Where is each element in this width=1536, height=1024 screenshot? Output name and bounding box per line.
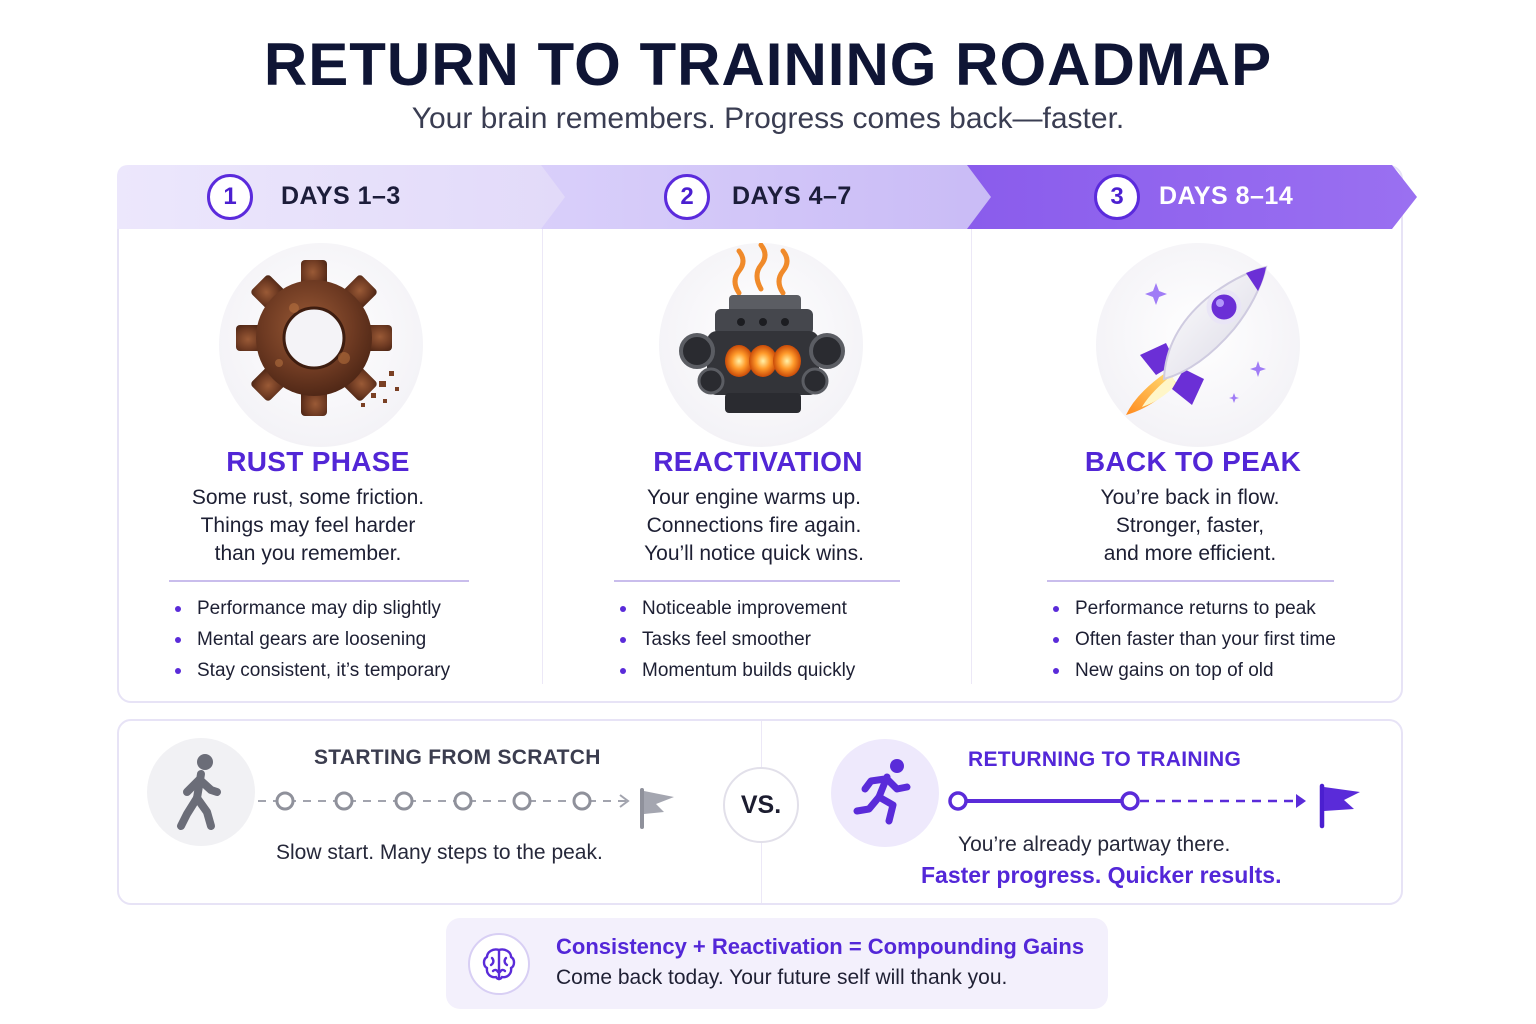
- phase-2-rule: [614, 580, 900, 582]
- phase-3-rule: [1047, 580, 1334, 582]
- scratch-avatar: [147, 738, 255, 846]
- phase-2-bullets: Noticeable improvement Tasks feel smooth…: [620, 596, 855, 689]
- rocket-icon: [1126, 265, 1268, 415]
- list-item: Performance may dip slightly: [175, 596, 450, 627]
- list-item: Stay consistent, it’s temporary: [175, 658, 450, 689]
- brain-badge: [468, 933, 530, 995]
- warming-engine-icon: [679, 242, 845, 413]
- phase-3-icon-circle: [1096, 243, 1300, 447]
- page-subtitle: Your brain remembers. Progress comes bac…: [411, 102, 1125, 135]
- phase-2-name: REACTIVATION: [653, 446, 863, 477]
- rusty-gear-icon: [236, 260, 399, 416]
- returning-avatar: [831, 739, 939, 847]
- column-divider: [542, 229, 543, 684]
- page-title: RETURN TO TRAINING ROADMAP: [263, 31, 1273, 98]
- brain-icon: [482, 948, 516, 981]
- list-item: Mental gears are loosening: [175, 627, 450, 658]
- returning-heading: RETURNING TO TRAINING: [968, 748, 1242, 771]
- phase-1-days: DAYS 1–3: [281, 182, 401, 210]
- list-item: Often faster than your first time: [1053, 627, 1336, 658]
- flag-icon: [644, 791, 674, 814]
- column-divider: [971, 229, 972, 684]
- vs-badge: VS.: [723, 767, 799, 843]
- returning-path: [948, 783, 1360, 829]
- phase-1-rule: [169, 580, 469, 582]
- flag-icon: [1324, 787, 1360, 811]
- phase-1-bullets: Performance may dip slightly Mental gear…: [175, 596, 450, 689]
- list-item: Momentum builds quickly: [620, 658, 855, 689]
- returning-caption: You’re already partway there.: [958, 833, 1231, 856]
- returning-emphasis: Faster progress. Quicker results.: [921, 862, 1282, 888]
- phase-3-name: BACK TO PEAK: [1084, 446, 1302, 477]
- phase-1-number: 1: [207, 174, 253, 220]
- phase-3-description: You’re back in flow. Stronger, faster, a…: [1100, 486, 1280, 565]
- scratch-caption: Slow start. Many steps to the peak.: [276, 841, 603, 864]
- phase-3-bullets: Performance returns to peak Often faster…: [1053, 596, 1336, 689]
- list-item: Performance returns to peak: [1053, 596, 1336, 627]
- phase-1-name: RUST PHASE: [226, 446, 410, 477]
- phase-3-number: 3: [1094, 174, 1140, 220]
- phase-2-icon-circle: [659, 242, 863, 447]
- footer-title: Consistency + Reactivation = Compounding…: [556, 934, 1085, 959]
- scratch-path: [258, 788, 674, 829]
- list-item: Tasks feel smoother: [620, 627, 855, 658]
- list-item: Noticeable improvement: [620, 596, 855, 627]
- phase-1-description: Some rust, some friction. Things may fee…: [191, 486, 425, 565]
- footer-subtitle: Come back today. Your future self will t…: [556, 966, 1008, 989]
- footer-banner: [446, 918, 1108, 1009]
- phase-1-icon-circle: [219, 243, 423, 447]
- list-item: New gains on top of old: [1053, 658, 1336, 689]
- walking-person-icon: [177, 754, 221, 830]
- phase-3-days: DAYS 8–14: [1159, 182, 1294, 210]
- scratch-heading: STARTING FROM SCRATCH: [314, 746, 601, 769]
- chevron-phase-2: [541, 165, 993, 229]
- phase-2-days: DAYS 4–7: [732, 182, 852, 210]
- phase-2-description: Your engine warms up. Connections fire a…: [644, 486, 864, 565]
- phase-2-number: 2: [664, 174, 710, 220]
- chevron-phase-3: [967, 165, 1417, 229]
- running-person-icon: [853, 759, 911, 825]
